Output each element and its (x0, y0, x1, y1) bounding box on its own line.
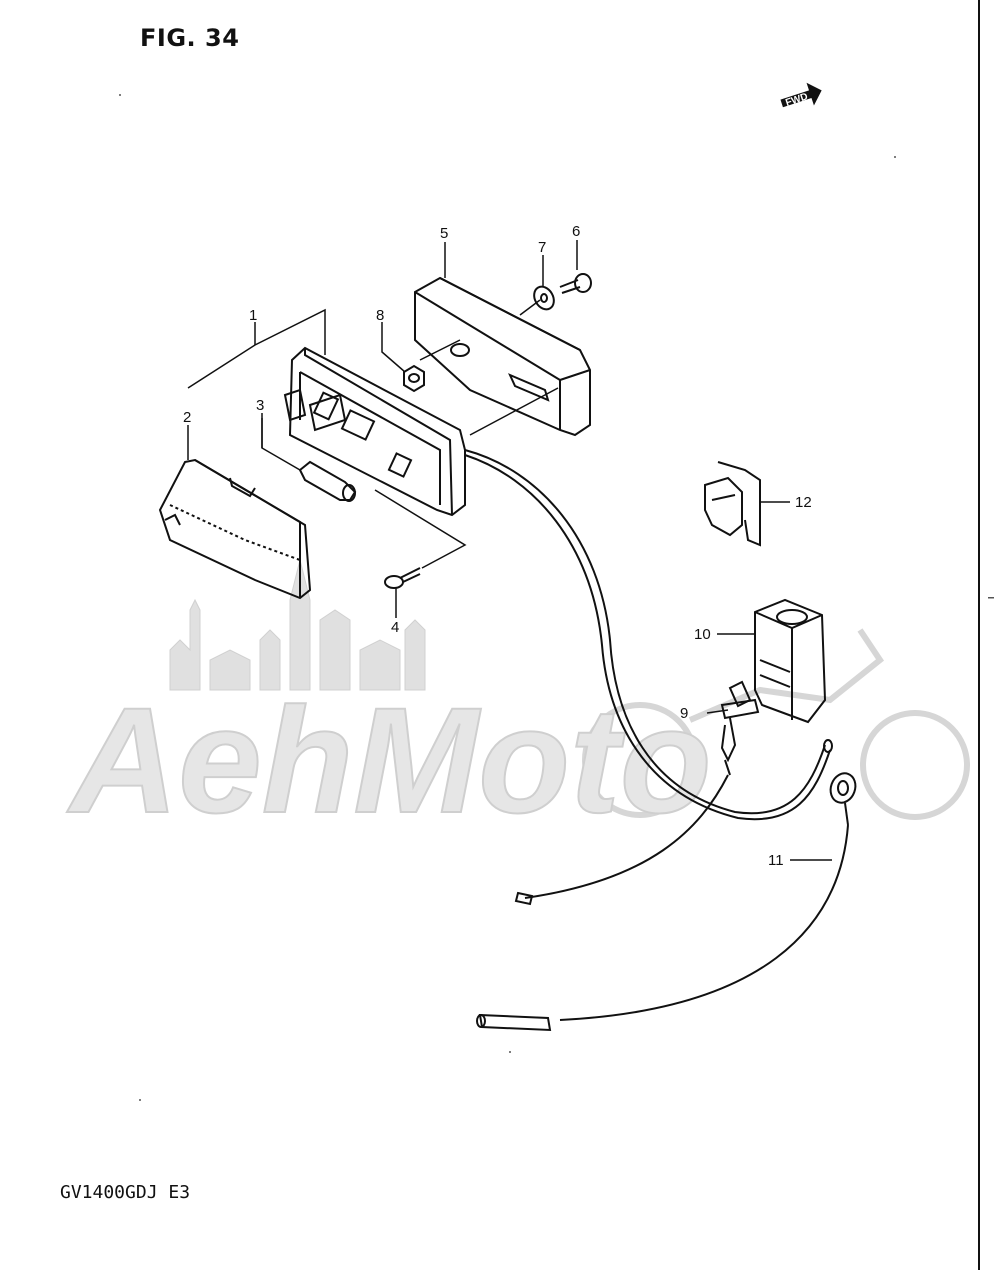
callout-4: 4 (391, 619, 399, 636)
washer-part (533, 285, 555, 311)
assembly-lines (187, 299, 559, 569)
leader-lines (187, 240, 832, 861)
model-code: GV1400GDJ E3 (60, 1182, 191, 1203)
bulb-part (298, 460, 357, 502)
callout-2: 2 (183, 409, 191, 426)
callout-9: 9 (680, 705, 688, 722)
callout-11: 11 (768, 852, 784, 869)
callout-5: 5 (440, 225, 448, 242)
socket-part (514, 680, 760, 906)
page-edge (978, 0, 980, 1270)
callout-12: 12 (795, 494, 812, 511)
fwd-label: FWD (784, 91, 809, 109)
clip-part (704, 461, 761, 547)
lamp-housing-part (283, 346, 466, 517)
watermark-text: AehMoto (66, 676, 712, 844)
callout-1: 1 (249, 307, 257, 324)
watermark (169, 559, 970, 820)
callout-7: 7 (538, 239, 546, 256)
lens-part (158, 458, 312, 600)
callout-6: 6 (572, 223, 580, 240)
boot-part (754, 598, 827, 724)
mounting-bracket-part (414, 276, 591, 437)
harness-cable (464, 449, 833, 821)
nut-part (403, 364, 425, 393)
callout-8: 8 (376, 307, 384, 324)
screw-part-4 (384, 567, 421, 589)
callout-3: 3 (256, 397, 264, 414)
ground-wire-part (476, 772, 857, 1032)
figure-title: FIG. 34 (140, 24, 240, 52)
callout-10: 10 (694, 626, 711, 643)
forward-arrow-icon: FWD (780, 82, 822, 109)
scan-specks (119, 94, 994, 1101)
screw-part-6 (559, 273, 592, 294)
callout-labels: 1 2 3 4 5 6 7 8 9 10 11 12 (183, 223, 812, 869)
